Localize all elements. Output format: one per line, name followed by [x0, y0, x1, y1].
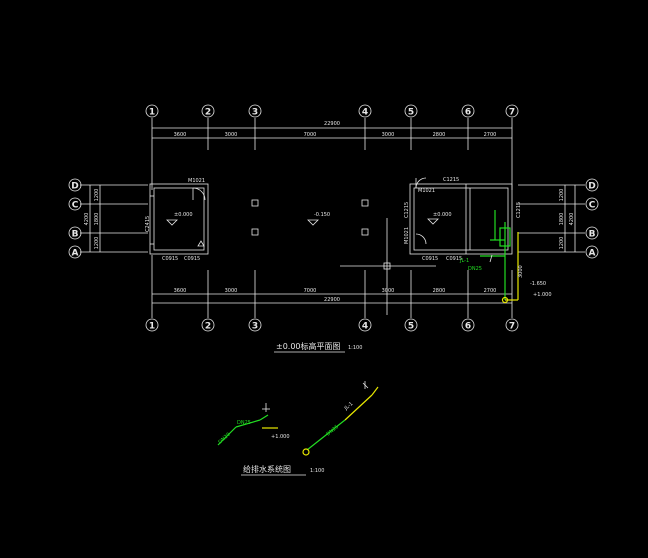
- axis-label: B: [72, 230, 79, 240]
- dim-right: 1800: [559, 213, 565, 226]
- window-tag: C2415: [145, 216, 151, 232]
- axis-bubbles-right: D C B A: [585, 178, 599, 259]
- axis-label: 5: [408, 322, 414, 332]
- axis-label: 3: [252, 108, 258, 118]
- overall-dim-left: 4200: [84, 213, 90, 226]
- axis-label: D: [71, 182, 78, 192]
- overall-dim-right: 4200: [569, 213, 575, 226]
- axis-label: D: [588, 182, 595, 192]
- pipe-size-tag: DN25: [468, 266, 482, 272]
- axis-label: 7: [509, 322, 515, 332]
- door-tag: M1021: [188, 178, 205, 184]
- window-tag: C1215: [443, 177, 459, 183]
- axis-label: 2: [205, 322, 211, 332]
- axis-bubbles-left: D C B A: [68, 178, 82, 259]
- plan-scale: 1:100: [348, 345, 362, 351]
- dim-bottom: 3000: [225, 288, 238, 294]
- axis-label: B: [589, 230, 596, 240]
- axis-label: 5: [408, 108, 414, 118]
- door-tag: M1021: [418, 188, 435, 194]
- axis-label: 6: [465, 108, 471, 118]
- component-tags: M1021 C0915 C0915 C2415 M1021 C1215 C121…: [145, 177, 522, 262]
- window-tag: C0915: [162, 256, 178, 262]
- plan-title-block: ±0.00标高平面图 1:100: [274, 341, 362, 353]
- dim-top: 2700: [484, 132, 497, 138]
- system-level: +1.000: [271, 434, 290, 440]
- system-title: 给排水系统图: [243, 464, 291, 474]
- dim-top: 3000: [382, 132, 395, 138]
- pipe-size-tag: DN20: [217, 432, 231, 446]
- axis-label: 6: [465, 322, 471, 332]
- axis-bubbles-bottom: 1 2 3 4 5 6 7: [145, 318, 519, 332]
- dim-bottom: 2700: [484, 288, 497, 294]
- system-diagram: DN20 +1.000 DN25 DN25 JL-1: [217, 381, 379, 456]
- axis-label: 2: [205, 108, 211, 118]
- dim-bottom: 7000: [304, 288, 317, 294]
- dim-left: 1200: [94, 189, 100, 202]
- plan-title: ±0.00标高平面图: [276, 341, 341, 351]
- axis-bubbles-top: 1 2 3 4 5 6 7: [145, 104, 519, 118]
- pipe-level: +1.000: [533, 292, 552, 298]
- dim-bottom: 3000: [382, 288, 395, 294]
- axis-label: C: [72, 201, 79, 211]
- plan-piping: DN25 JL-1 -1.650 +1.000 3000: [459, 210, 552, 304]
- dimension-text: 22900 3600 3000 7000 3000 2800 2700 3600…: [84, 121, 575, 303]
- door-tag: M1021: [404, 227, 410, 244]
- overall-dim-top: 22900: [324, 121, 340, 127]
- pipe-size-tag: DN25: [237, 420, 251, 426]
- axis-label: C: [589, 201, 596, 211]
- dim-bottom: 3600: [174, 288, 187, 294]
- riser-tag: JL-1: [459, 258, 469, 264]
- window-tag: C1215: [516, 202, 522, 218]
- dim-left: 1200: [94, 237, 100, 250]
- level-label: ±0.000: [174, 212, 193, 218]
- window-tag: C0915: [422, 256, 438, 262]
- window-tag: C0915: [446, 256, 462, 262]
- level-label: -0.150: [314, 212, 330, 218]
- axis-label: 1: [149, 322, 155, 332]
- axis-label: 7: [509, 108, 515, 118]
- dim-right: 1200: [559, 237, 565, 250]
- building-walls: [149, 177, 513, 255]
- pipe-level: -1.650: [530, 281, 546, 287]
- axis-label: 1: [149, 108, 155, 118]
- dim-left: 1800: [94, 213, 100, 226]
- dimension-lines: [80, 118, 585, 318]
- room-levels: ±0.000 -0.150 ±0.000: [174, 212, 452, 218]
- axis-label: 4: [362, 322, 368, 332]
- axis-label: 3: [252, 322, 258, 332]
- riser-tag: JL-1: [343, 401, 355, 412]
- system-scale: 1:100: [310, 468, 324, 474]
- dim-top: 3000: [225, 132, 238, 138]
- axis-label: A: [72, 249, 79, 259]
- overall-dim-bottom: 22900: [324, 297, 340, 303]
- window-tag: C1215: [404, 202, 410, 218]
- dim-bottom: 2800: [433, 288, 446, 294]
- dim-top: 3600: [174, 132, 187, 138]
- cad-crosshair-cursor: [340, 218, 436, 315]
- level-label: ±0.000: [433, 212, 452, 218]
- axis-label: 4: [362, 108, 368, 118]
- window-tag: C0915: [184, 256, 200, 262]
- system-title-block: 给排水系统图 1:100: [241, 464, 324, 476]
- dim-right: 1200: [559, 189, 565, 202]
- pipe-length: 3000: [518, 265, 524, 278]
- dim-top: 2800: [433, 132, 446, 138]
- dim-top: 7000: [304, 132, 317, 138]
- axis-label: A: [589, 249, 596, 259]
- pipe-size-tag: DN25: [325, 424, 340, 438]
